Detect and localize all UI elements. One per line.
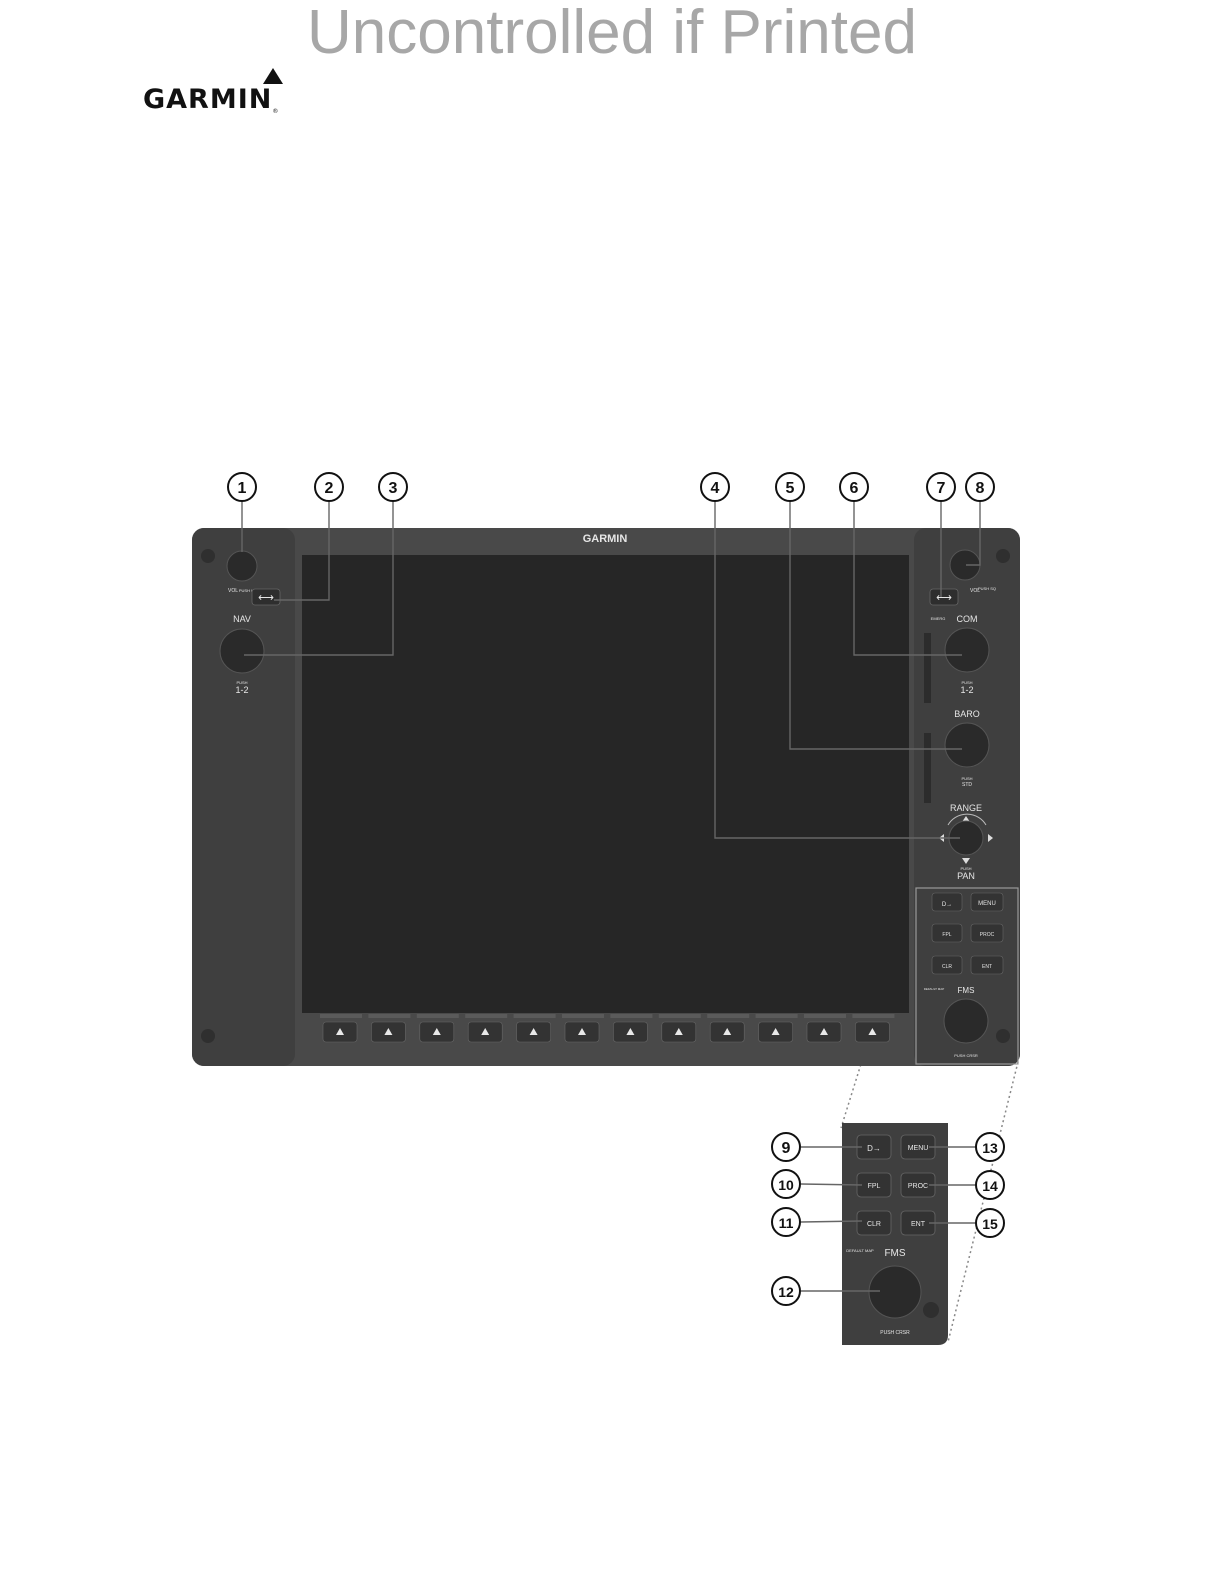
direct-to-label: D→ xyxy=(867,1144,881,1153)
callout-number-10: 10 xyxy=(778,1177,794,1193)
fms-knob[interactable] xyxy=(869,1266,921,1318)
com-sub-label: 1-2 xyxy=(960,685,973,695)
baro-push-label: PUSH xyxy=(961,776,972,781)
callout-number-15: 15 xyxy=(982,1216,998,1232)
range-knob-label: RANGE xyxy=(950,803,982,813)
baro-knob-label: BARO xyxy=(954,709,980,719)
zoom-guide-right xyxy=(948,1062,1018,1342)
softkey-divider xyxy=(804,1014,846,1018)
screw-icon xyxy=(996,549,1010,563)
fms-push-label: PUSH CRSR xyxy=(880,1330,910,1336)
callout-number-9: 9 xyxy=(782,1140,791,1157)
softkey-divider xyxy=(417,1014,459,1018)
callout-number-11: 11 xyxy=(779,1215,794,1231)
nav-sub-label: 1-2 xyxy=(235,685,248,695)
swap-arrows-icon: ⟷ xyxy=(258,592,274,604)
screw-icon xyxy=(201,549,215,563)
baro-sub-label: STD xyxy=(962,782,972,788)
fpl-label: FPL xyxy=(868,1183,881,1190)
callout-number-7: 7 xyxy=(937,480,946,497)
fms-knob-label-small: FMS xyxy=(958,986,975,995)
vol-right-push-label: PUSH SQ xyxy=(978,586,996,591)
softkey-divider xyxy=(514,1014,556,1018)
default-map-label: DEFAULT MAP xyxy=(846,1248,874,1253)
softkey-divider xyxy=(659,1014,701,1018)
menu-label-small: MENU xyxy=(978,901,996,907)
fpl-label-small: FPL xyxy=(942,932,951,938)
softkey-divider xyxy=(562,1014,604,1018)
callout-number-14: 14 xyxy=(982,1178,998,1194)
range-sub-label: PAN xyxy=(957,871,975,881)
proc-label: PROC xyxy=(908,1183,928,1190)
clr-label-small: CLR xyxy=(942,964,952,970)
vol-left-label: VOL xyxy=(228,588,238,594)
softkey-divider xyxy=(610,1014,652,1018)
callout-number-4: 4 xyxy=(711,480,720,497)
fms-knob-small[interactable] xyxy=(944,999,988,1043)
leader-line xyxy=(801,1221,862,1222)
callout-number-12: 12 xyxy=(778,1284,794,1300)
softkey-divider xyxy=(320,1014,362,1018)
nav-knob[interactable] xyxy=(220,629,264,673)
callout-number-6: 6 xyxy=(850,480,859,497)
menu-label: MENU xyxy=(908,1145,929,1152)
swap-arrows-icon: ⟷ xyxy=(936,592,952,604)
screw-icon xyxy=(996,1029,1010,1043)
softkey-divider xyxy=(756,1014,798,1018)
vol-left-knob[interactable] xyxy=(227,551,257,581)
ent-label-small: ENT xyxy=(982,964,992,970)
nav-knob-label: NAV xyxy=(233,614,251,624)
softkey-divider xyxy=(368,1014,410,1018)
callout-number-3: 3 xyxy=(389,480,398,497)
softkey-divider xyxy=(707,1014,749,1018)
emerg-label: EMERG xyxy=(931,616,946,621)
proc-label-small: PROC xyxy=(980,932,995,938)
com-knob[interactable] xyxy=(945,628,989,672)
callout-number-5: 5 xyxy=(786,480,795,497)
callout-number-2: 2 xyxy=(325,480,334,497)
fms-push-label-small: PUSH CRSR xyxy=(954,1053,978,1058)
ent-label: ENT xyxy=(911,1221,926,1228)
softkey-divider xyxy=(465,1014,507,1018)
default-map-label-small: DEFAULT MAP xyxy=(924,987,945,991)
callout-number-8: 8 xyxy=(976,480,985,497)
left-bezel-panel xyxy=(192,528,295,1066)
com-knob-label: COM xyxy=(957,614,978,624)
bezel-brand-text: GARMIN xyxy=(583,533,628,545)
baro-knob[interactable] xyxy=(945,723,989,767)
leader-line xyxy=(801,1184,862,1185)
card-slot-bottom xyxy=(924,733,931,803)
screw-icon xyxy=(201,1029,215,1043)
callout-number-1: 1 xyxy=(238,480,247,497)
fms-keypad-enlarged: D→ MENU FPL PROC CLR ENT DEFAULT MAP FMS… xyxy=(842,1123,948,1345)
clr-label: CLR xyxy=(867,1221,881,1228)
softkey-divider xyxy=(852,1014,894,1018)
direct-to-label-small: D→ xyxy=(942,902,952,908)
screw-icon xyxy=(923,1302,939,1318)
callout-number-13: 13 xyxy=(982,1140,998,1156)
fms-knob-label: FMS xyxy=(884,1248,905,1259)
card-slot-top xyxy=(924,633,931,703)
